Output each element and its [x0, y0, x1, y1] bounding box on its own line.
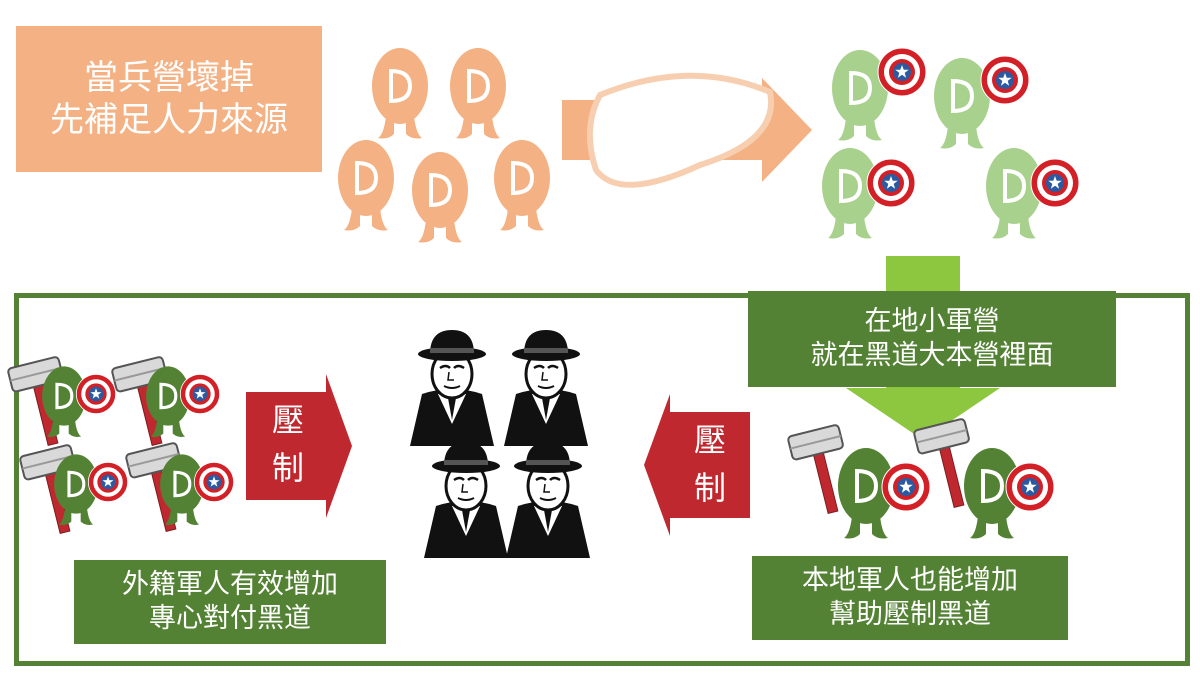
shield-icon [87, 461, 129, 503]
title-line-2: 先補足人力來源 [50, 100, 288, 140]
orange-egg-character [492, 138, 552, 233]
title-box: 當兵營壞掉 先補足人力來源 [16, 26, 322, 172]
suppress-label-left: 壓 制 [271, 401, 304, 487]
shield-icon [193, 461, 235, 503]
foreign-soldier-group [6, 355, 235, 540]
foreign-line-2: 專心對付黑道 [149, 603, 311, 634]
orange-egg-group [336, 46, 552, 245]
orange-egg-character [410, 150, 470, 245]
camp-line-2: 就在黑道大本營裡面 [810, 340, 1054, 371]
shield-icon [877, 47, 927, 97]
gangster-icon [422, 440, 510, 560]
shield-icon [1030, 158, 1080, 208]
shield-icon [1005, 462, 1055, 512]
foreign-soldiers-box: 外籍軍人有效增加 專心對付黑道 [74, 560, 386, 644]
orange-egg-character [336, 138, 396, 233]
orange-egg-character [370, 46, 430, 141]
shape-outline-icon [586, 72, 775, 188]
local-camp-box: 在地小軍營 就在黑道大本營裡面 [748, 291, 1116, 387]
suppress-arrow-right [644, 394, 750, 536]
shield-icon [179, 373, 221, 415]
gangster-icon [408, 328, 496, 448]
title-line-1: 當兵營壞掉 [84, 57, 254, 98]
suppress-arrow-left [246, 374, 352, 518]
gangster-icon [502, 328, 590, 448]
local-soldier-group [786, 417, 1055, 541]
foreign-line-1: 外籍軍人有效增加 [122, 569, 338, 601]
local-soldiers-box: 本地軍人也能增加 幫助壓制黑道 [752, 556, 1068, 640]
local-line-2: 幫助壓制黑道 [829, 599, 991, 630]
light-green-egg-character [932, 56, 992, 151]
shield-icon [881, 462, 931, 512]
orange-egg-character [448, 46, 508, 141]
lower-frame [14, 293, 1190, 666]
suppress-label-right: 壓 制 [693, 421, 726, 507]
shield-icon [980, 55, 1030, 105]
orange-transform-arrow [562, 72, 812, 188]
camp-line-1: 在地小軍營 [864, 306, 1000, 338]
local-line-1: 本地軍人也能增加 [802, 565, 1018, 597]
gangster-icon [504, 440, 592, 560]
shield-icon [75, 373, 117, 415]
shield-icon [866, 158, 916, 208]
